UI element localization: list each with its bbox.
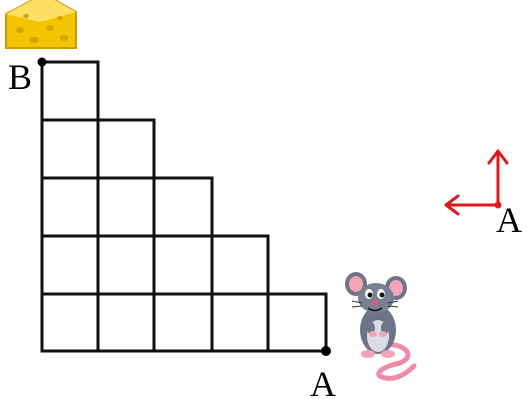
legend-a-label: A: [496, 200, 522, 240]
point-b-label: B: [8, 57, 32, 97]
arrow-origin-dot: [494, 201, 502, 209]
mouse-icon: [345, 272, 417, 381]
up-left-arrows-icon: [444, 149, 509, 216]
point-a-dot: [321, 346, 331, 356]
cheese-icon: [5, 0, 77, 49]
point-b-dot: [37, 57, 47, 67]
staircase-grid: [40, 60, 328, 353]
point-a-label: A: [310, 364, 336, 399]
